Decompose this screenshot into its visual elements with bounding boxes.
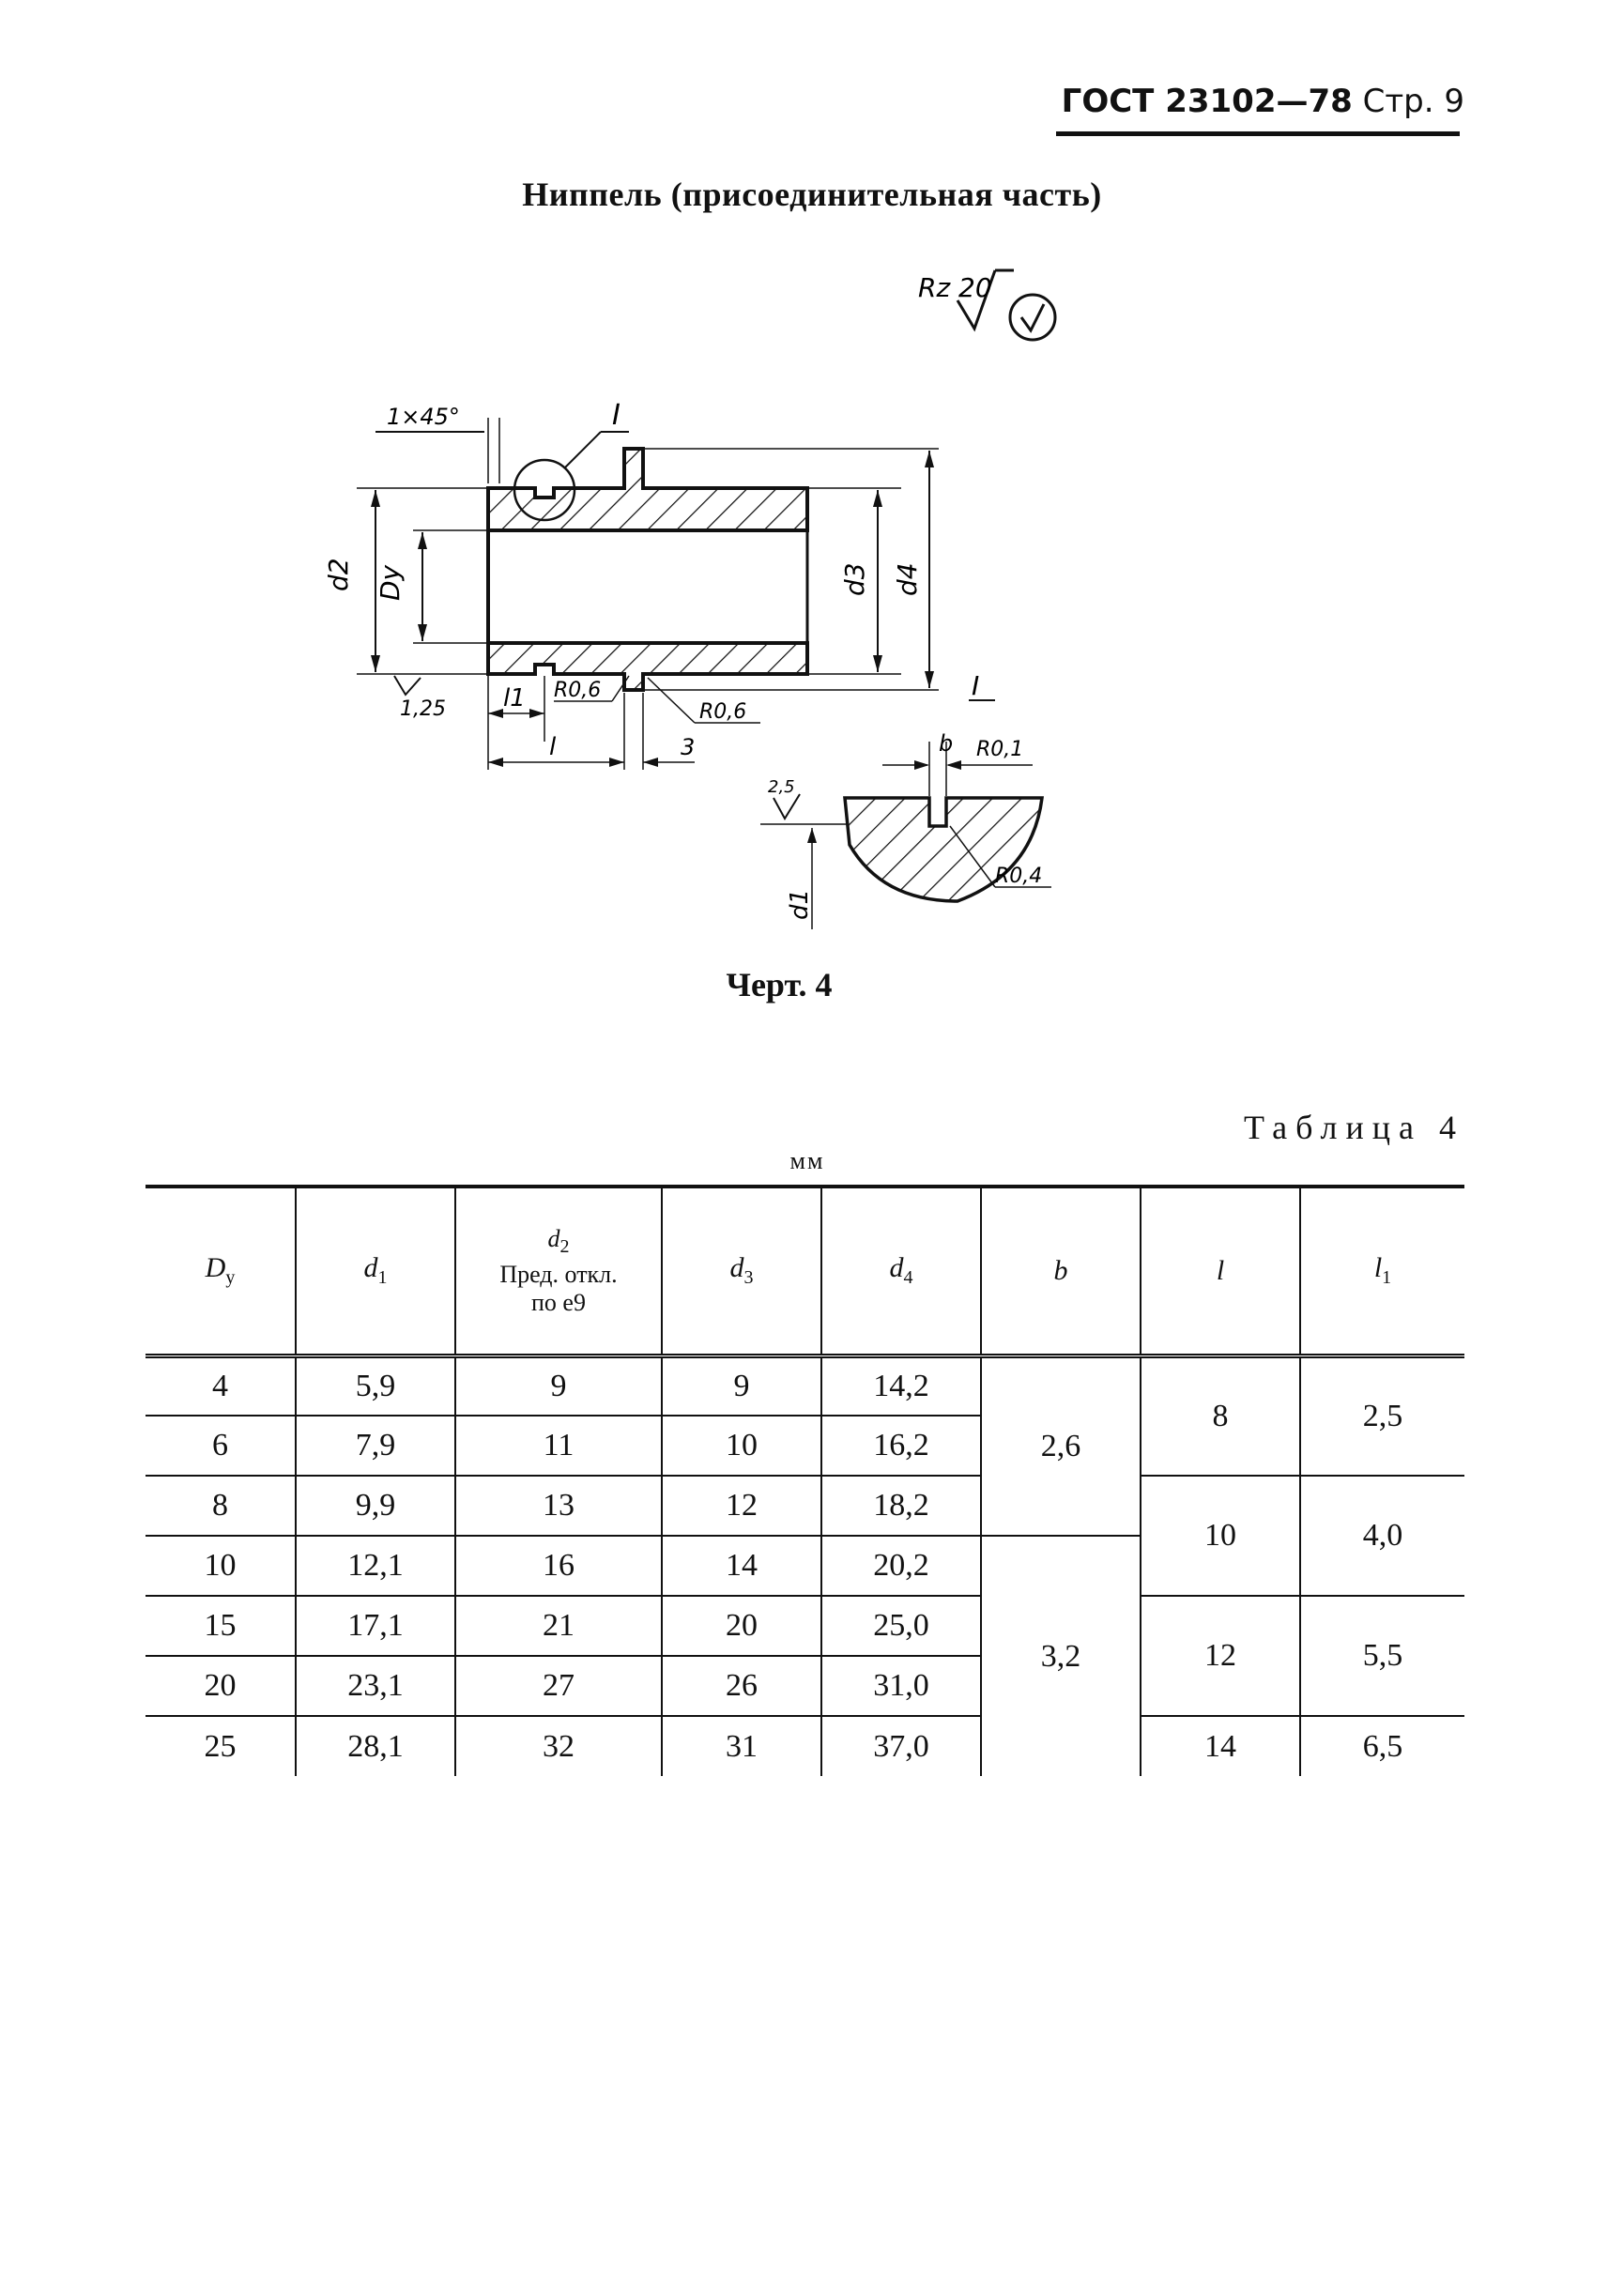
d4-label: d4 <box>892 562 923 596</box>
cell-l1: 6,5 <box>1299 1716 1464 1776</box>
detail-view <box>843 796 1044 903</box>
detail-r01-label: R0,1 <box>976 738 1023 761</box>
cell-d2: 9 <box>454 1355 662 1417</box>
table-units: мм <box>789 1147 825 1174</box>
part-section <box>486 447 809 692</box>
cell-d2: 21 <box>454 1596 662 1657</box>
cell-d3: 14 <box>661 1536 821 1597</box>
cell-l: 10 <box>1140 1476 1300 1597</box>
cell-d2: 11 <box>454 1416 662 1477</box>
roughness-symbol <box>956 268 1057 342</box>
cell-l1: 5,5 <box>1299 1596 1464 1717</box>
table-row: 6 7,9 11 10 16,2 <box>146 1416 1464 1477</box>
cell-b: 3,2 <box>980 1536 1141 1776</box>
dimensions-table: Dу d1 d2 Пред. откл. по e9 d3 d4 b l l1 … <box>146 1185 1464 1776</box>
r06-outer-label: R0,6 <box>699 700 746 724</box>
cell-d4: 37,0 <box>820 1716 981 1776</box>
cell-d1: 28,1 <box>295 1716 455 1776</box>
cell-dy: 4 <box>146 1355 296 1417</box>
cell-d2: 32 <box>454 1716 662 1776</box>
cell-d4: 14,2 <box>820 1355 981 1417</box>
detail-b-label: b <box>939 730 953 757</box>
cell-dy: 25 <box>204 1728 237 1764</box>
detail-circle <box>513 458 576 522</box>
detail-roughness-label: 2,5 <box>768 777 795 797</box>
l-label: l <box>549 733 557 761</box>
header-l1: l1 <box>1299 1185 1464 1358</box>
cell-d3: 20 <box>661 1596 821 1657</box>
table-row: 25 28,1 32 31 37,0 14 6,5 <box>146 1716 1464 1776</box>
cell-d4: 18,2 <box>820 1476 981 1537</box>
cell-d2: 16 <box>454 1536 662 1597</box>
cell-d3: 26 <box>661 1656 821 1717</box>
cell-d1: 5,9 <box>295 1355 455 1417</box>
detail-r04-label: R0,4 <box>995 865 1042 888</box>
table-row: 10 12,1 16 14 20,2 3,2 <box>146 1536 1464 1776</box>
cell-dy: 6 <box>146 1416 296 1477</box>
cell-d3: 9 <box>661 1355 821 1417</box>
header-rule <box>1056 131 1460 136</box>
cell-d3: 31 <box>661 1716 821 1776</box>
table-row: 20 23,1 27 26 31,0 <box>146 1656 1464 1717</box>
header-dy: Dу <box>146 1185 296 1358</box>
l1-label: l1 <box>503 684 526 712</box>
three-label: 3 <box>681 734 695 760</box>
cell-d4: 20,2 <box>820 1536 981 1597</box>
d3-label: d3 <box>839 562 870 596</box>
cell-d2: 13 <box>454 1476 662 1537</box>
detail-d1-label: d1 <box>786 889 814 920</box>
header-d2-line1: Пред. откл. <box>499 1260 618 1288</box>
cell-l1: 2,5 <box>1299 1355 1464 1477</box>
cell-l: 12 <box>1140 1596 1300 1717</box>
dy-label: Dy <box>375 564 406 601</box>
header-d1: d1 <box>295 1185 455 1358</box>
cell-dy: 15 <box>146 1596 296 1657</box>
table-title: Таблица 4 <box>1244 1109 1464 1146</box>
table-header-row: Dу d1 d2 Пред. откл. по e9 d3 d4 b l l1 <box>146 1185 1464 1358</box>
cell-d1: 12,1 <box>295 1536 455 1597</box>
detail-mark-label: I <box>612 399 620 432</box>
cell-d1: 7,9 <box>295 1416 455 1477</box>
cell-l1: 4,0 <box>1299 1476 1464 1597</box>
cell-d1: 23,1 <box>295 1656 455 1717</box>
standard-number: ГОСТ 23102—78 <box>1061 83 1353 120</box>
roughness-small-label: 1,25 <box>400 697 446 721</box>
cell-d4: 25,0 <box>820 1596 981 1657</box>
header-d2: d2 Пред. откл. по e9 <box>454 1185 662 1358</box>
cell-dy: 20 <box>146 1656 296 1717</box>
cell-dy: 8 <box>146 1476 296 1537</box>
cell-d1: 9,9 <box>295 1476 455 1537</box>
cell-dy: 10 <box>146 1536 296 1597</box>
page-number: Стр. 9 <box>1362 83 1464 120</box>
cell-d3: 12 <box>661 1476 821 1537</box>
cell-d4: 31,0 <box>820 1656 981 1717</box>
cell-d1: 17,1 <box>295 1596 455 1657</box>
header-l: l <box>1140 1185 1300 1358</box>
roughness-main-label: Rz 20 <box>918 272 992 303</box>
table-row: 15 17,1 21 20 25,0 12 5,5 <box>146 1596 1464 1717</box>
page-header: ГОСТ 23102—78 Стр. 9 <box>1051 83 1464 130</box>
cell-d3: 10 <box>661 1416 821 1477</box>
d2-label: d2 <box>323 558 354 591</box>
header-b: b <box>980 1185 1141 1358</box>
cell-l: 14 <box>1140 1716 1300 1776</box>
nipple-drawing: Rz 20 I 1×45° <box>319 244 1126 948</box>
header-d3: d3 <box>661 1185 821 1358</box>
drawing-caption: Черт. 4 <box>726 966 833 1003</box>
chamfer-label: 1×45° <box>387 404 460 430</box>
detail-view-mark: I <box>972 670 979 701</box>
header-d2-line2: по e9 <box>531 1288 586 1316</box>
cell-b: 2,6 <box>980 1355 1141 1537</box>
cell-d2: 27 <box>454 1656 662 1717</box>
r06-inner-label: R0,6 <box>554 679 601 702</box>
table-row: 8 9,9 13 12 18,2 10 4,0 <box>146 1476 1464 1597</box>
table-row: 4 5,9 9 9 14,2 2,6 8 2,5 <box>146 1355 1464 1537</box>
header-d4: d4 <box>820 1185 981 1358</box>
drawing-title: Ниппель (присоединительная часть) <box>522 176 1102 213</box>
cell-d4: 16,2 <box>820 1416 981 1477</box>
cell-l: 8 <box>1140 1355 1300 1477</box>
